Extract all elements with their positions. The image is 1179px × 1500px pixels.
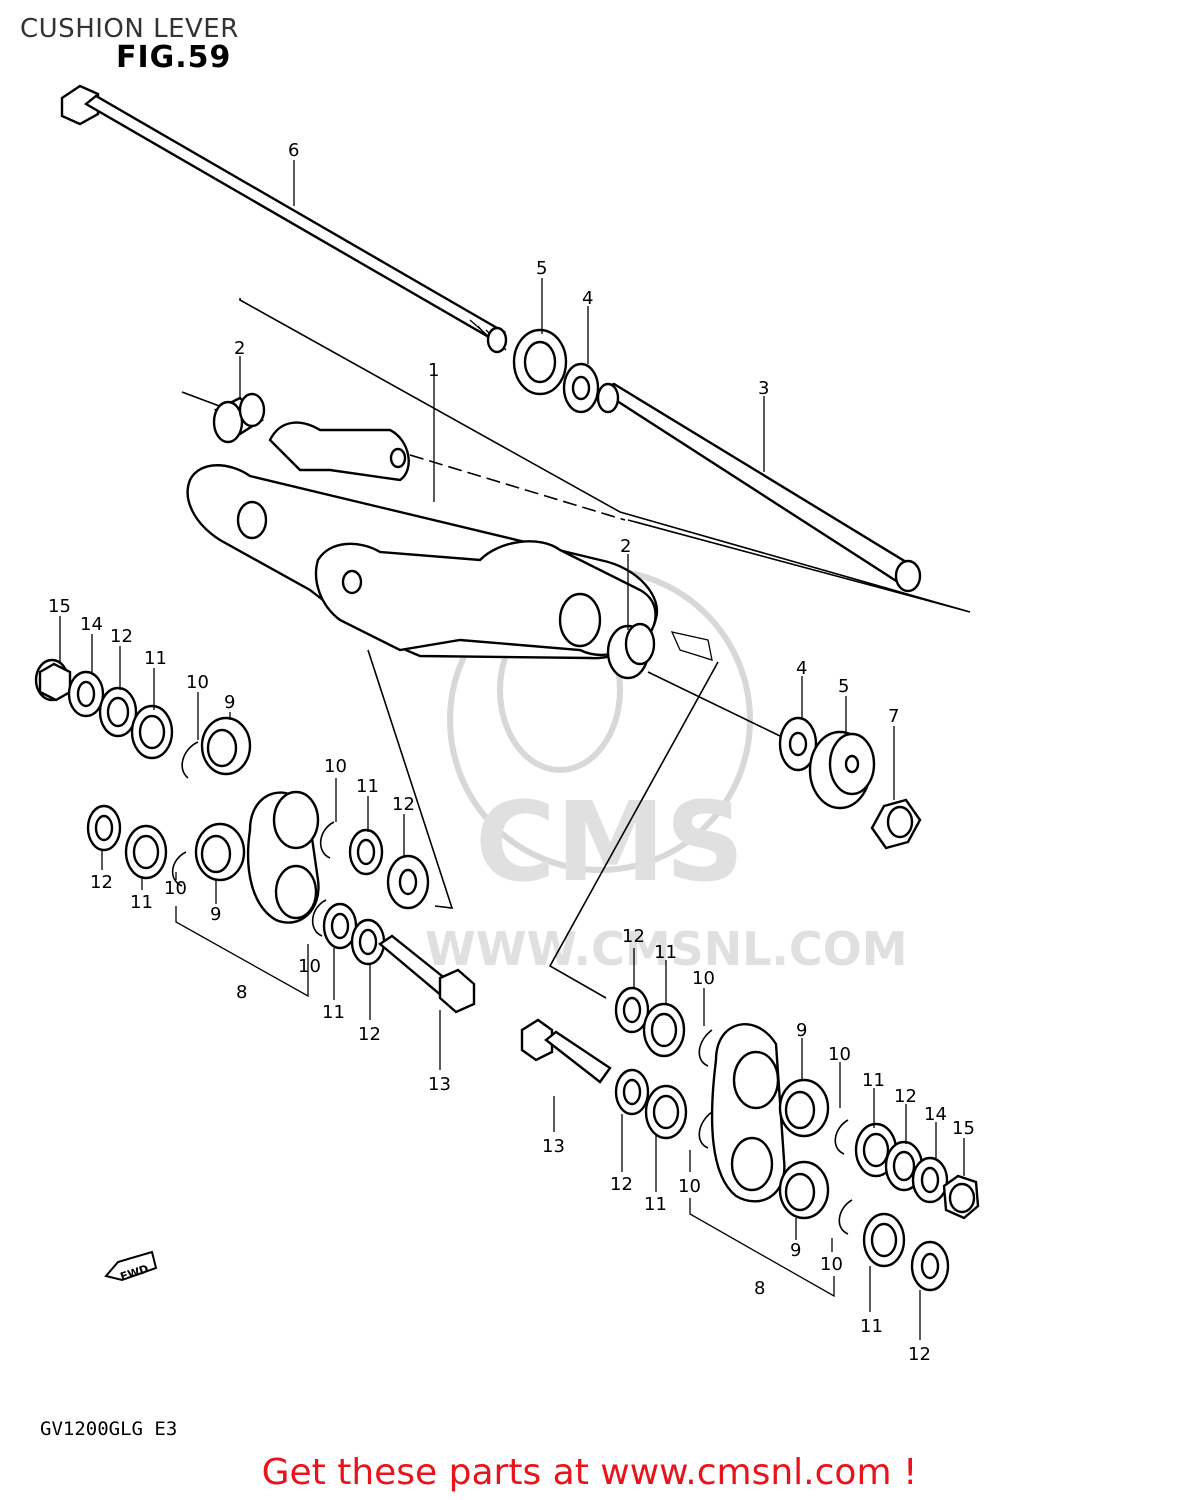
callout-10: 10 [324, 756, 347, 777]
callout-12: 12 [110, 626, 133, 647]
callout-7: 7 [888, 706, 899, 727]
callout-10: 10 [186, 672, 209, 693]
needle-bearing-left [212, 392, 266, 444]
right-cushion-rod-group [520, 986, 980, 1292]
callout-13: 13 [542, 1136, 565, 1157]
callout-12: 12 [610, 1174, 633, 1195]
callout-11: 11 [130, 892, 153, 913]
dust-seal-top [512, 328, 568, 396]
pivot-bolt [60, 84, 508, 354]
forward-arrow: FWD [104, 1250, 158, 1284]
callout-9: 9 [790, 1240, 801, 1261]
callout-12: 12 [90, 872, 113, 893]
callout-4: 4 [796, 658, 807, 679]
callout-10: 10 [678, 1176, 701, 1197]
model-code: GV1200GLG E3 [40, 1418, 178, 1440]
callout-9: 9 [224, 692, 235, 713]
callout-8: 8 [754, 1278, 765, 1299]
callout-13: 13 [428, 1074, 451, 1095]
callout-14: 14 [924, 1104, 947, 1125]
callout-2: 2 [234, 338, 245, 359]
callout-14: 14 [80, 614, 103, 635]
cushion-lever-body [186, 421, 659, 660]
callout-12: 12 [392, 794, 415, 815]
callout-11: 11 [644, 1194, 667, 1215]
needle-bearing-right [606, 622, 713, 680]
washer-top [562, 362, 600, 414]
callout-10: 10 [820, 1254, 843, 1275]
callout-15: 15 [48, 596, 71, 617]
callout-10: 10 [298, 956, 321, 977]
spacer-tube [596, 382, 922, 593]
nut-right [870, 798, 922, 850]
callout-10: 10 [692, 968, 715, 989]
callout-9: 9 [796, 1020, 807, 1041]
callout-12: 12 [894, 1086, 917, 1107]
callout-10: 10 [164, 878, 187, 899]
callout-5: 5 [536, 258, 547, 279]
left-cushion-rod-group [34, 658, 476, 1014]
callout-11: 11 [356, 776, 379, 797]
callout-4: 4 [582, 288, 593, 309]
footer-cta-link[interactable]: Get these parts at www.cmsnl.com ! [261, 1452, 918, 1493]
leader-lines [59, 160, 965, 1340]
callout-6: 6 [288, 140, 299, 161]
callout-9: 9 [210, 904, 221, 925]
callout-11: 11 [860, 1316, 883, 1337]
callouts: 1 2 2 3 4 4 5 5 6 7 15 14 12 11 10 9 10 … [48, 140, 975, 1365]
callout-15: 15 [952, 1118, 975, 1139]
page-title: CUSHION LEVER [20, 14, 239, 44]
dust-seal-right [808, 730, 876, 810]
callout-12: 12 [908, 1344, 931, 1365]
callout-8: 8 [236, 982, 247, 1003]
watermark-brand: CMS [475, 778, 744, 906]
figure-label: FIG.59 [116, 40, 232, 75]
callout-2: 2 [620, 536, 631, 557]
callout-10: 10 [828, 1044, 851, 1065]
callout-5: 5 [838, 676, 849, 697]
callout-11: 11 [654, 942, 677, 963]
callout-3: 3 [758, 378, 769, 399]
callout-1: 1 [428, 360, 439, 381]
washer-right [778, 716, 818, 772]
callout-11: 11 [322, 1002, 345, 1023]
callout-11: 11 [862, 1070, 885, 1091]
callout-12: 12 [622, 926, 645, 947]
callout-12: 12 [358, 1024, 381, 1045]
callout-11: 11 [144, 648, 167, 669]
